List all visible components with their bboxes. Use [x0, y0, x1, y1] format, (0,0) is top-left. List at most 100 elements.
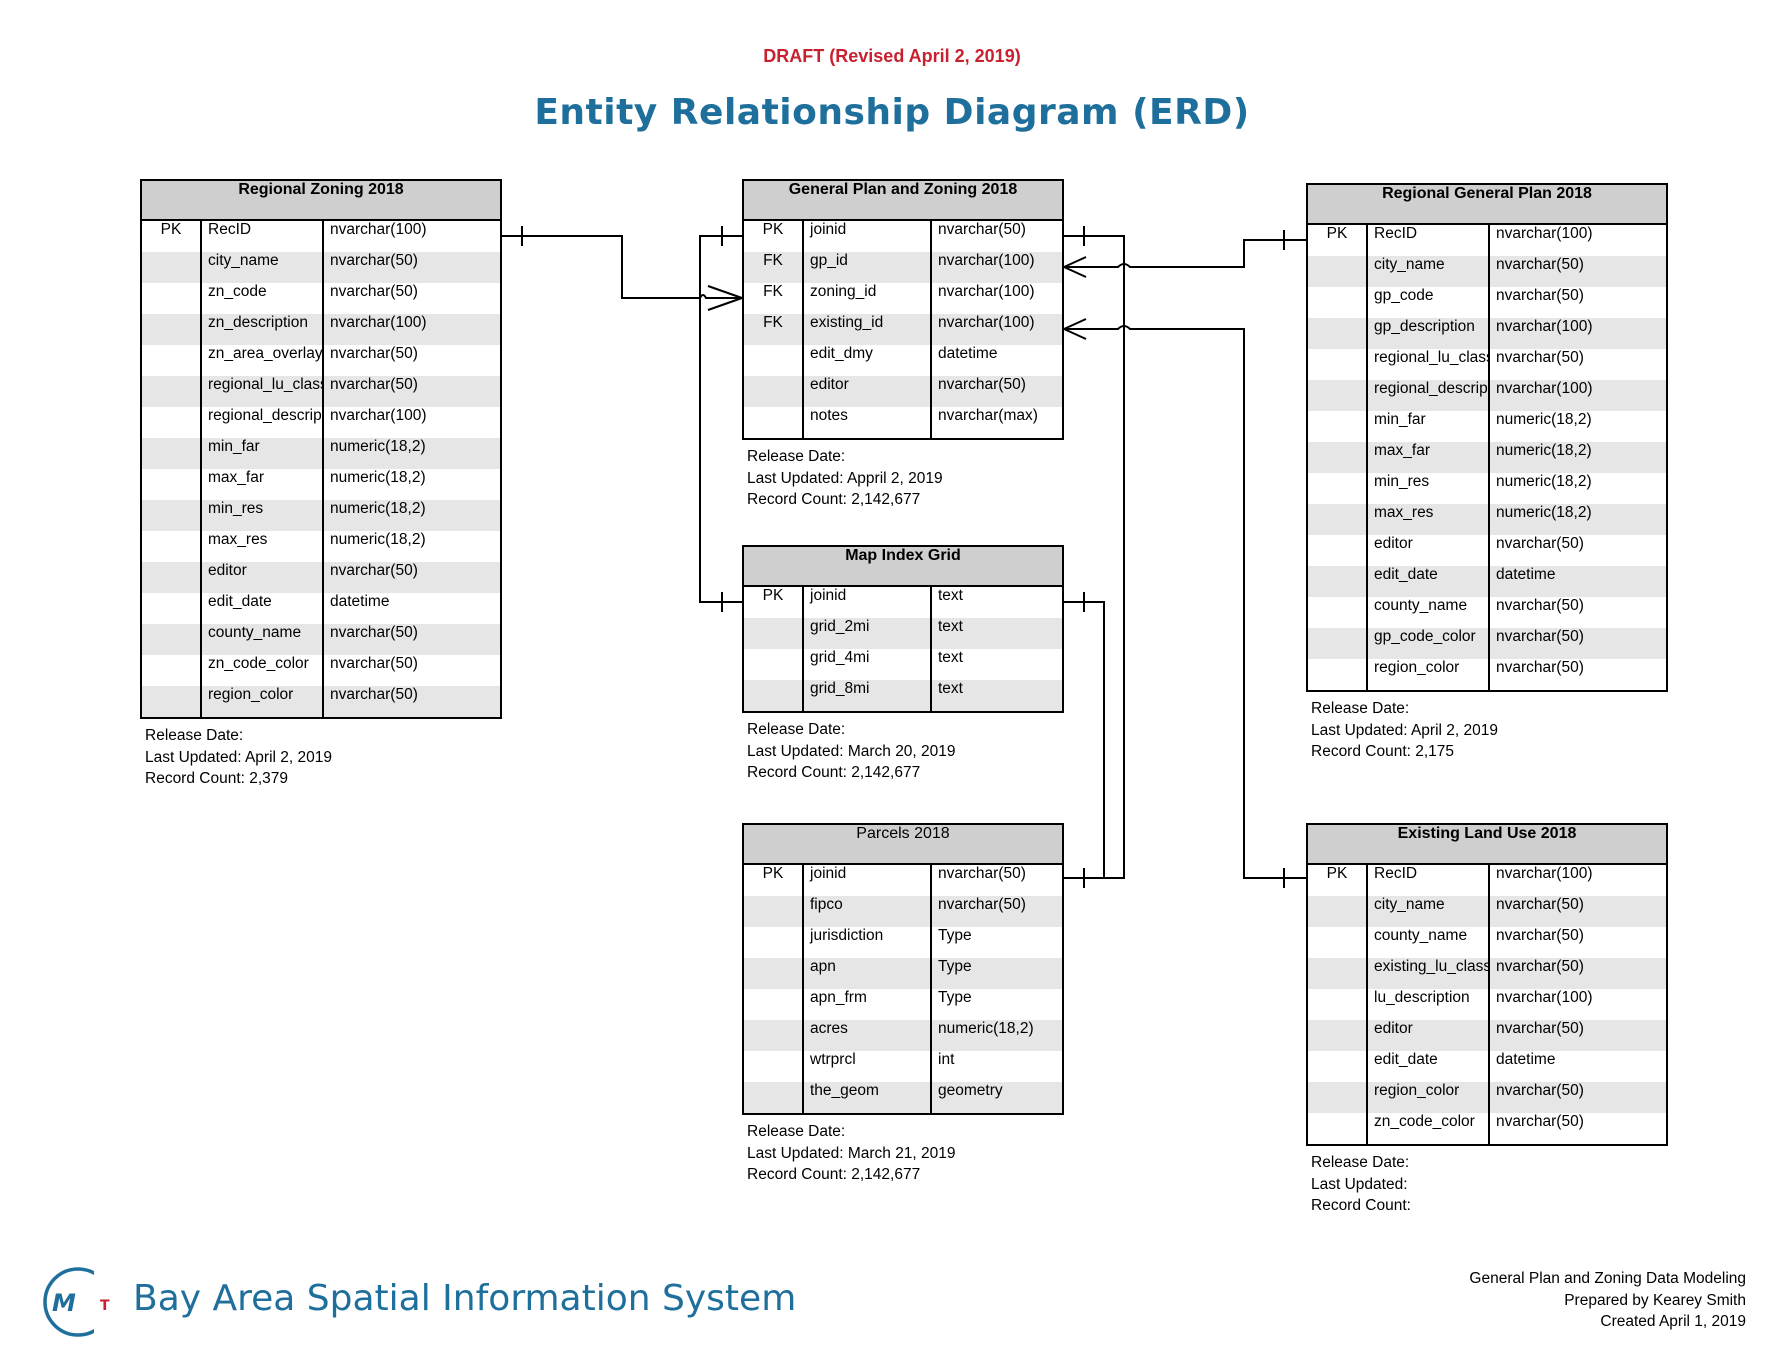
key-cell — [142, 438, 202, 469]
key-cell: FK — [744, 252, 804, 283]
field-name: gp_code — [1368, 287, 1490, 318]
field-type: nvarchar(50) — [330, 655, 418, 672]
key-cell — [1308, 659, 1368, 690]
field-name: regional_lu_class — [202, 376, 324, 407]
key-cell — [142, 531, 202, 562]
field-name: min_res — [1368, 473, 1490, 504]
entity-title: Parcels 2018 — [744, 825, 1062, 865]
field-name: edit_date — [1368, 1051, 1490, 1082]
field-type: nvarchar(50) — [1496, 287, 1584, 304]
entity-title: Regional General Plan 2018 — [1308, 185, 1666, 225]
field-type: nvarchar(100) — [938, 314, 1035, 331]
field-name: acres — [804, 1020, 932, 1051]
rel-gp-many-lower — [1063, 266, 1087, 278]
field-name: max_far — [202, 469, 324, 500]
key-cell — [744, 958, 804, 989]
field-name: joinid — [804, 587, 932, 618]
field-type: nvarchar(100) — [1496, 989, 1593, 1006]
field-name: jurisdiction — [804, 927, 932, 958]
field-name: max_res — [202, 531, 324, 562]
field-name: RecID — [1368, 865, 1490, 896]
key-cell — [744, 1082, 804, 1113]
field-type: nvarchar(100) — [330, 221, 427, 238]
field-type: nvarchar(50) — [330, 345, 418, 362]
key-cell — [1308, 597, 1368, 628]
field-name: joinid — [804, 865, 932, 896]
field-type: numeric(18,2) — [1496, 504, 1592, 521]
field-type: nvarchar(100) — [1496, 225, 1593, 242]
logo-text: M — [52, 1289, 76, 1317]
field-name: grid_4mi — [804, 649, 932, 680]
meta-line: Record Count: 2,379 — [145, 770, 289, 787]
field-name: county_name — [1368, 597, 1490, 628]
field-type: nvarchar(50) — [1496, 1020, 1584, 1037]
field-name: grid_2mi — [804, 618, 932, 649]
field-name: gp_code_color — [1368, 628, 1490, 659]
field-name: region_color — [202, 686, 324, 717]
field-type: numeric(18,2) — [1496, 411, 1592, 428]
basis-logo-icon: M T — [43, 1264, 116, 1340]
field-name: fipco — [804, 896, 932, 927]
meta-line: Last Updated: — [1311, 1175, 1408, 1193]
field-name: city_name — [1368, 896, 1490, 927]
field-type: Type — [938, 958, 972, 975]
key-cell — [744, 989, 804, 1020]
field-name: regional_description — [1368, 380, 1490, 411]
field-type: nvarchar(50) — [938, 376, 1026, 393]
entity-meta: Release Date:Last Updated: Appril 2, 201… — [742, 446, 1064, 511]
key-cell — [1308, 989, 1368, 1020]
field-type: text — [938, 618, 963, 635]
field-type: nvarchar(50) — [1496, 659, 1584, 676]
entity-title: Regional Zoning 2018 — [142, 181, 500, 221]
key-cell — [142, 624, 202, 655]
key-cell — [1308, 927, 1368, 958]
field-name: max_far — [1368, 442, 1490, 473]
key-cell — [1308, 535, 1368, 566]
meta-line: Record Count: 2,142,677 — [747, 491, 921, 508]
field-name: regional_description — [202, 407, 324, 438]
key-cell — [1308, 442, 1368, 473]
key-cell — [744, 1051, 804, 1082]
field-type: nvarchar(100) — [938, 252, 1035, 269]
key-cell — [142, 345, 202, 376]
field-type: text — [938, 587, 963, 604]
meta-line: Record Count: — [1311, 1197, 1411, 1214]
meta-line: Record Count: 2,142,677 — [747, 764, 921, 781]
field-name: edit_date — [202, 593, 324, 624]
key-cell — [1308, 411, 1368, 442]
key-cell: PK — [1308, 225, 1368, 256]
entity-meta: Release Date:Last Updated:Record Count: — [1306, 1152, 1668, 1217]
field-name: the_geom — [804, 1082, 932, 1113]
field-type: geometry — [938, 1082, 1003, 1099]
meta-line: Last Updated: March 20, 2019 — [747, 742, 956, 760]
field-name: city_name — [1368, 256, 1490, 287]
field-type: datetime — [1496, 566, 1556, 583]
field-type: nvarchar(50) — [1496, 1082, 1584, 1099]
field-type: nvarchar(50) — [330, 376, 418, 393]
key-cell: PK — [744, 587, 804, 618]
field-type: nvarchar(50) — [938, 896, 1026, 913]
